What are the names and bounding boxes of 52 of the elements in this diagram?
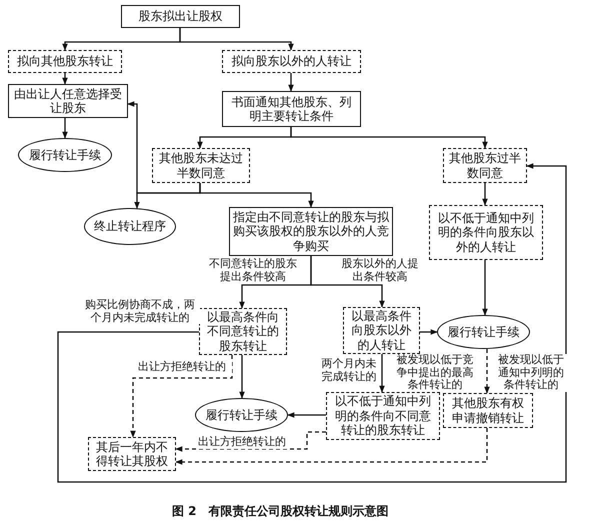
node-label: 以不低于通知中列明的条件向不同意转让的股东转让 bbox=[334, 394, 432, 438]
arrow bbox=[175, 428, 488, 465]
node-label: 终止转让程序 bbox=[94, 219, 166, 234]
node-label: 由出让人任意选择受让股东 bbox=[13, 86, 123, 116]
condition-box bbox=[326, 392, 440, 440]
node-label: 履行转让手续 bbox=[448, 324, 520, 340]
condition-box bbox=[222, 50, 361, 73]
node-label: 拟向其他股东转让 bbox=[17, 54, 113, 69]
node-label: 股东拟出让股权 bbox=[138, 9, 222, 24]
node-label: 履行转让手续 bbox=[206, 408, 278, 422]
node-label: 其他股东有权申请撤销转让 bbox=[451, 396, 525, 425]
node-label: 其他股东过半数同意 bbox=[448, 151, 522, 180]
arrow bbox=[287, 412, 326, 418]
arrow bbox=[239, 355, 245, 399]
arrow bbox=[379, 354, 385, 393]
arrow bbox=[310, 256, 385, 308]
node-label: 指定由不同意转让的股东与拟购买该股权的股东以外的人竞争购买 bbox=[233, 210, 389, 254]
condition-box bbox=[343, 307, 420, 354]
node-label: 其他股东未达过半数同意 bbox=[158, 151, 244, 180]
condition-box bbox=[88, 437, 176, 471]
condition-note: 被发现以低于竞争中提出的最高条件转让的 bbox=[396, 354, 474, 392]
arrow bbox=[130, 355, 233, 438]
condition-box bbox=[443, 393, 533, 428]
arrow bbox=[484, 348, 490, 394]
process-box bbox=[222, 91, 361, 127]
arrow bbox=[290, 127, 488, 149]
node-label: 以最高条件向股东以外的人转让 bbox=[350, 308, 412, 352]
arrow bbox=[288, 73, 294, 92]
condition-box bbox=[152, 148, 250, 183]
arrow bbox=[482, 183, 488, 206]
condition-box bbox=[199, 308, 287, 355]
arrow bbox=[199, 183, 314, 208]
figure-caption: 图 2 有限责任公司股权转让规则示意图 bbox=[172, 503, 389, 520]
process-box bbox=[121, 5, 240, 28]
edge-label: 出让方拒绝转让的 bbox=[196, 436, 288, 449]
arrow bbox=[179, 28, 294, 51]
arrow bbox=[420, 329, 438, 335]
node-label: 拟向股东以外的人转让 bbox=[232, 54, 352, 69]
node-label: 书面通知其他股东、列明主要转让条件 bbox=[230, 94, 352, 124]
arrow bbox=[62, 118, 68, 139]
node-label: 其后一年内不得转让其股权 bbox=[95, 440, 169, 468]
arrow bbox=[62, 73, 68, 85]
process-box bbox=[8, 84, 128, 118]
condition-box bbox=[429, 205, 543, 260]
arrow bbox=[175, 431, 326, 452]
condition-box bbox=[8, 50, 122, 73]
node-label: 履行转让手续 bbox=[29, 148, 101, 162]
node-label: 以最高条件向不同意转让的股东转让 bbox=[206, 310, 280, 354]
condition-box bbox=[443, 148, 527, 183]
arrow bbox=[482, 260, 488, 316]
node-label: 以不低于通知中列明的条件向股东以外的人转让 bbox=[437, 210, 535, 254]
arrow bbox=[57, 163, 567, 483]
